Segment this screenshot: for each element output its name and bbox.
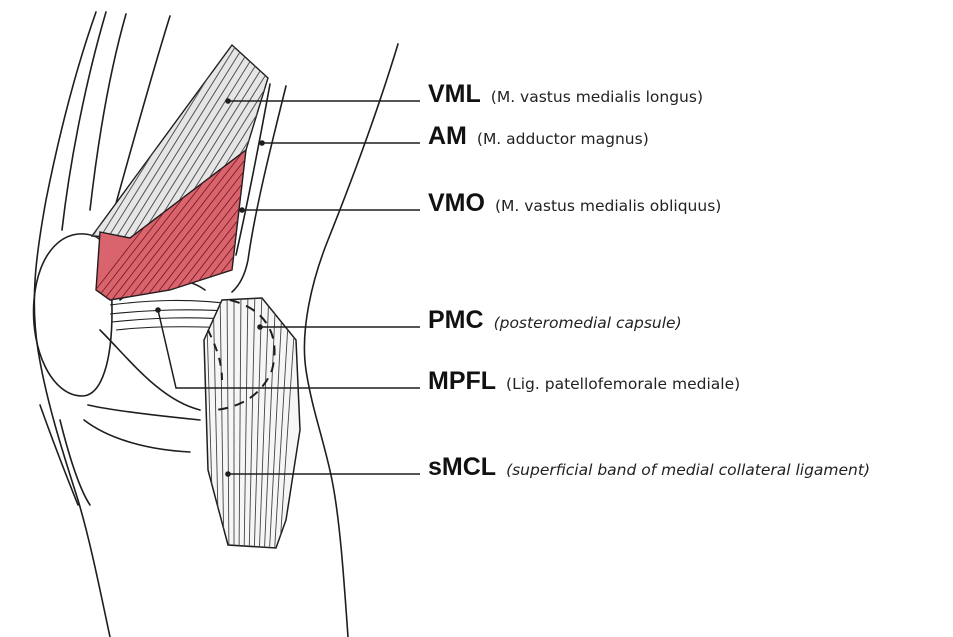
label-am-abbr: AM [428,122,467,150]
leg-anterior-contour [304,44,398,637]
label-pmc-abbr: PMC [428,306,484,334]
capsule-arc-2 [84,420,190,452]
label-smcl: sMCL (superficial band of medial collater… [428,453,870,482]
muscle-fiber [256,130,396,310]
label-pmc: PMC (posteromedial capsule) [428,306,682,335]
femoral-condyle-arc [100,330,200,410]
label-vmo-abbr: VMO [428,189,485,217]
muscle-fiber [232,130,372,310]
muscle-fiber [264,130,404,310]
vml-muscle [70,20,420,260]
muscle-fiber [254,20,404,260]
tibial-plateau-line [88,405,200,420]
thigh-inner-line-2 [90,14,126,210]
leg-posterior-contour [34,12,110,637]
label-vmo-desc: (M. vastus medialis obliquus) [495,197,721,215]
muscle-fiber [262,20,412,260]
label-smcl-abbr: sMCL [428,453,496,481]
smcl-ligament [204,290,300,560]
label-am-desc: (M. adductor magnus) [477,130,649,148]
label-vml-desc: (M. vastus medialis longus) [491,88,703,106]
muscle-fiber [230,20,380,260]
label-am: AM (M. adductor magnus) [428,122,649,151]
label-vml-abbr: VML [428,80,481,108]
muscle-fiber [270,20,420,260]
calf-line-2 [40,405,78,505]
muscle-fiber [246,20,396,260]
label-vml: VML (M. vastus medialis longus) [428,80,703,109]
label-mpfl: MPFL (Lig. patellofemorale mediale) [428,367,740,396]
label-mpfl-desc: (Lig. patellofemorale mediale) [506,375,740,393]
thigh-inner-line [62,12,106,230]
label-smcl-desc: (superficial band of medial collateral l… [506,461,870,479]
label-mpfl-abbr: MPFL [428,367,496,395]
muscle-fiber [240,130,380,310]
label-vmo: VMO (M. vastus medialis obliquus) [428,189,721,218]
label-pmc-desc: (posteromedial capsule) [494,314,682,332]
